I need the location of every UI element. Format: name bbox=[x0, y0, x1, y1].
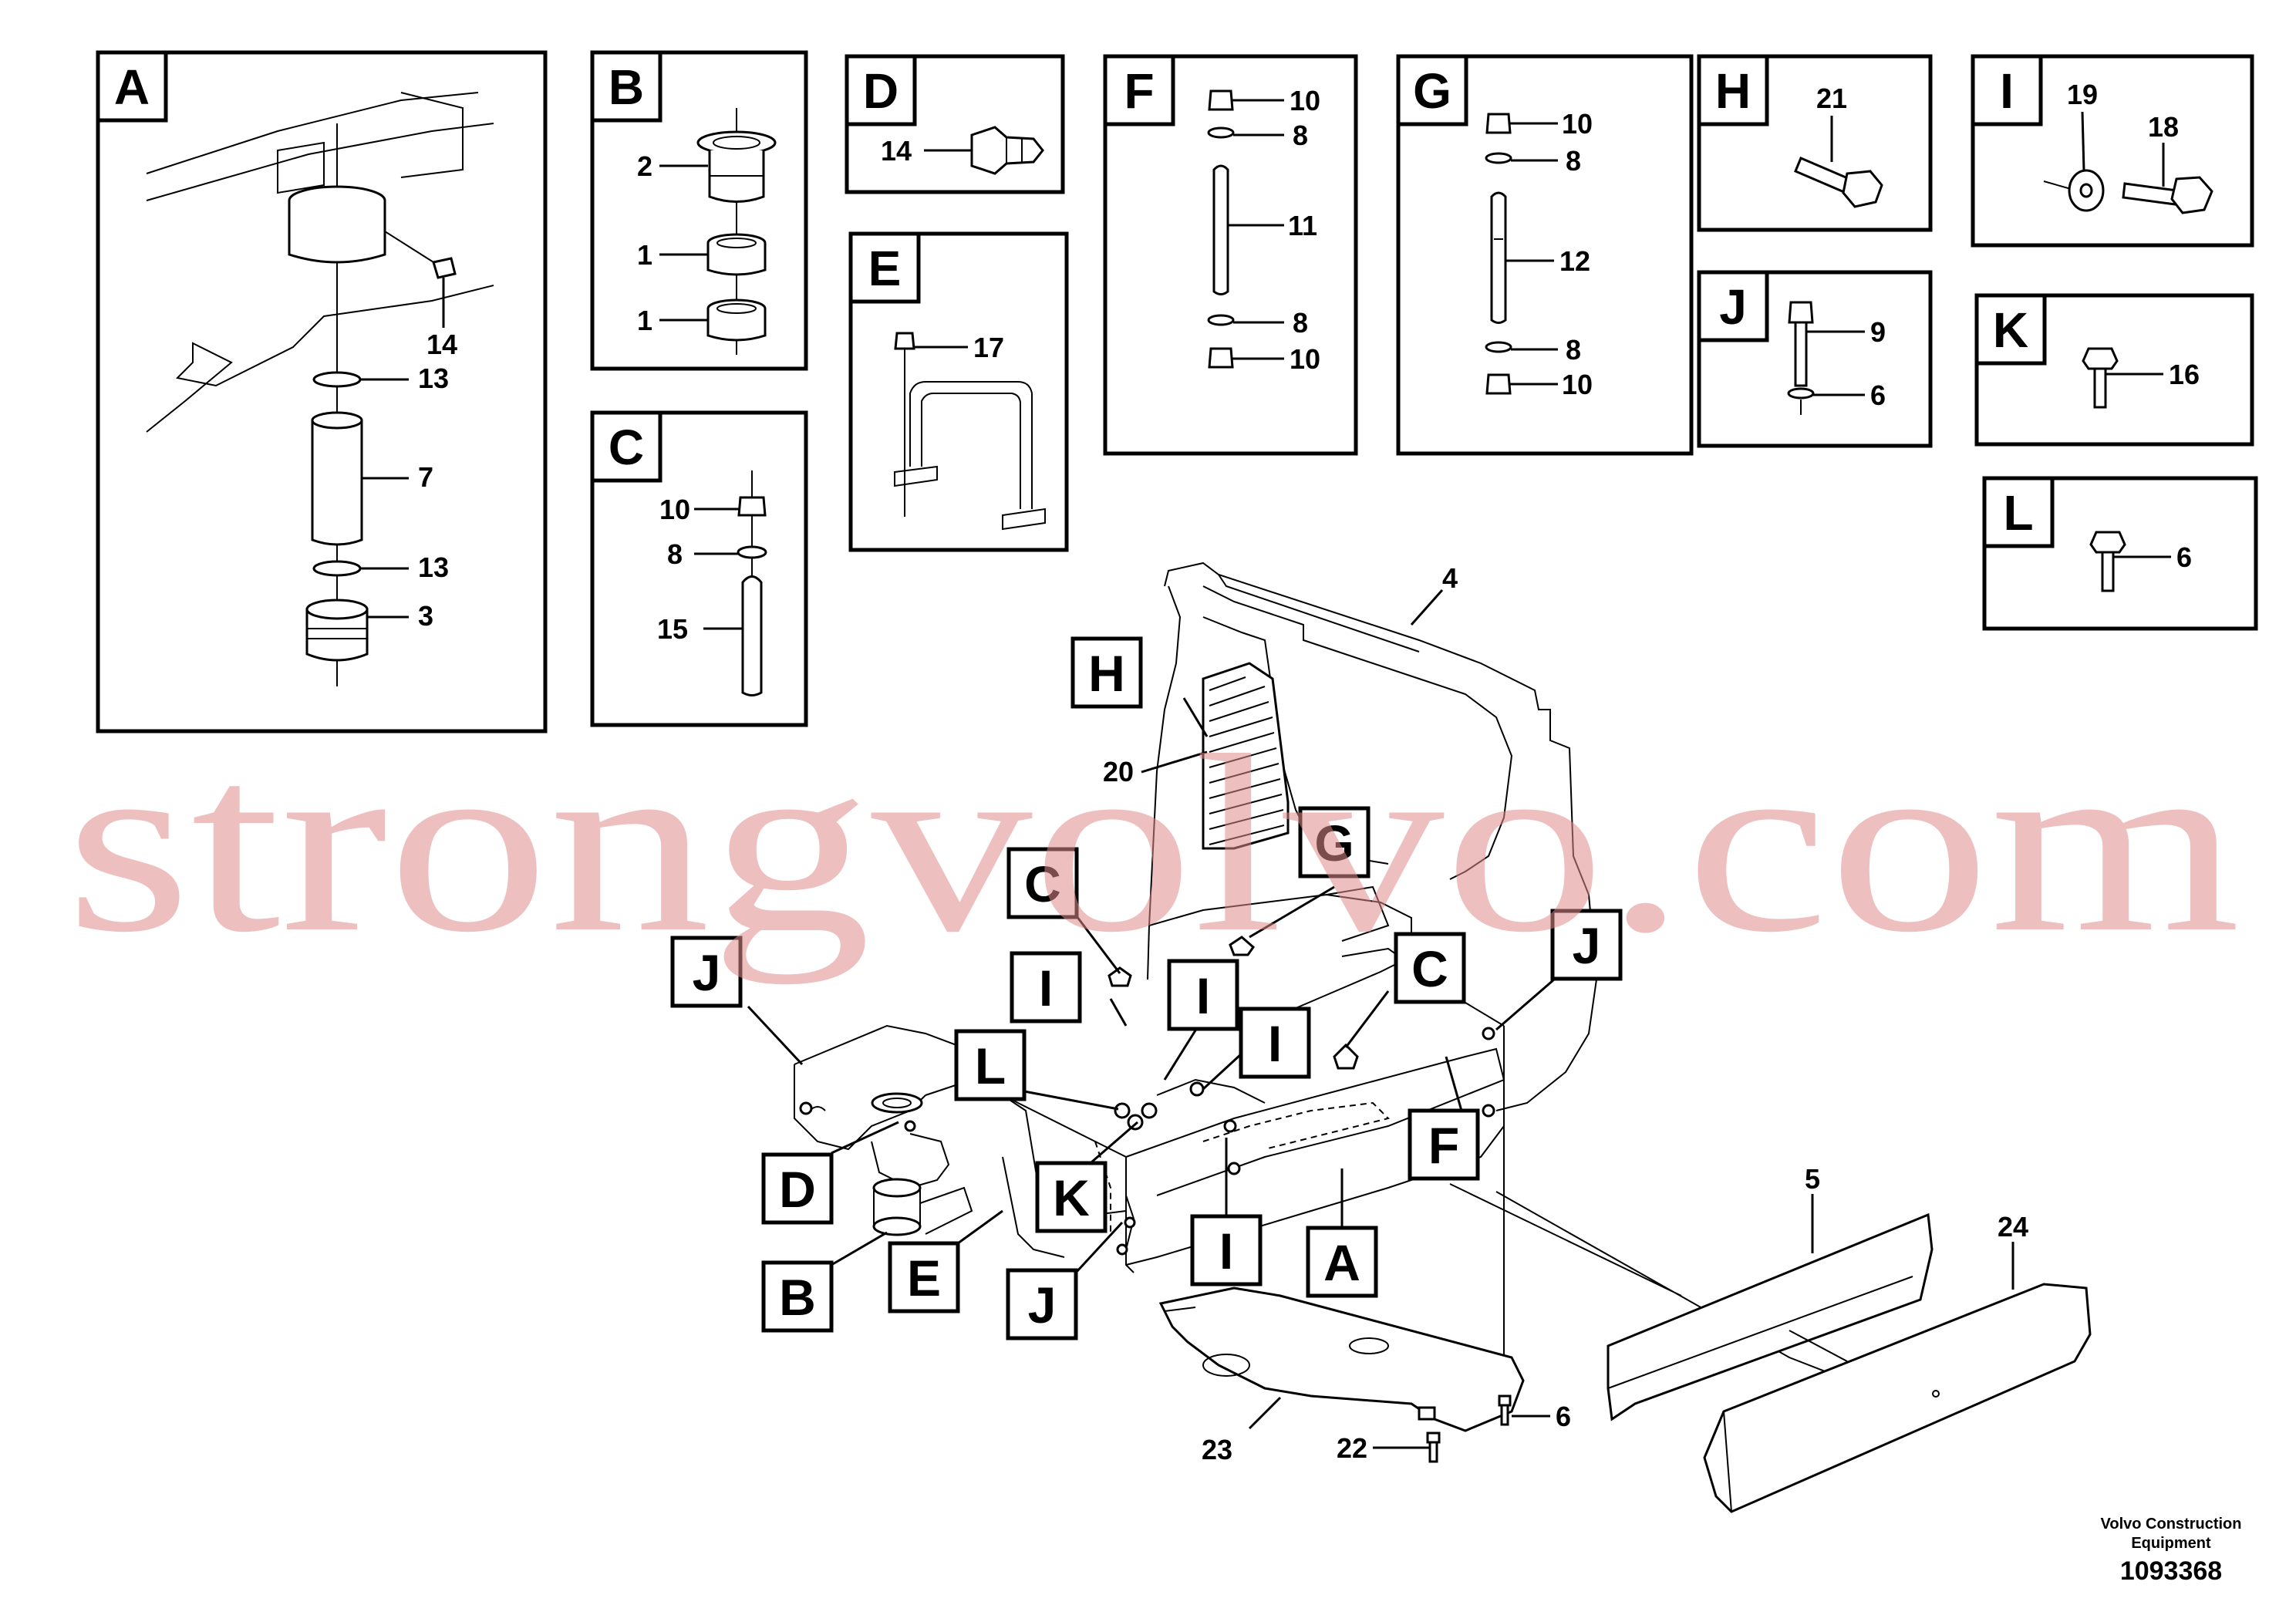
detail-box-j: I 19 18 bbox=[1971, 54, 2254, 248]
callout-i-lower: I bbox=[1219, 1222, 1233, 1280]
detail-i-label-18: 6 bbox=[1870, 379, 1886, 411]
detail-box-e: E 17 bbox=[848, 231, 1069, 552]
detail-letter-j: I bbox=[2000, 63, 2014, 119]
part-label-5: 5 bbox=[1805, 1163, 1820, 1195]
detail-a-label-13-upper: 13 bbox=[418, 363, 449, 394]
detail-letter-a: A bbox=[114, 59, 150, 115]
callout-b: B bbox=[779, 1269, 816, 1326]
detail-g-label-10-upper: 10 bbox=[1562, 108, 1593, 140]
manufacturer-line-2: Equipment bbox=[2131, 1535, 2211, 1552]
detail-f-label-10-lower: 10 bbox=[1290, 343, 1320, 375]
detail-a-label-7: 7 bbox=[418, 461, 433, 493]
detail-letter-h: H bbox=[1715, 63, 1751, 119]
callout-a: A bbox=[1323, 1234, 1360, 1291]
manufacturer-line-1: Volvo Construction bbox=[2101, 1516, 2242, 1533]
callout-f: F bbox=[1428, 1117, 1459, 1174]
detail-box-g: G 10 8 12 8 10 bbox=[1396, 54, 1694, 456]
detail-letter-l: L bbox=[2003, 485, 2033, 541]
detail-e-label-17: 17 bbox=[973, 332, 1004, 363]
detail-f-label-8-upper: 8 bbox=[1293, 120, 1308, 151]
detail-b-label-2: 2 bbox=[637, 150, 652, 182]
detail-i-label-19: 9 bbox=[1870, 316, 1886, 348]
part-label-22: 22 bbox=[1337, 1432, 1367, 1464]
detail-letter-b: B bbox=[609, 59, 644, 115]
detail-l-label-6: 6 bbox=[2176, 541, 2192, 573]
detail-f-label-10-upper: 10 bbox=[1290, 85, 1320, 116]
callout-j-left: J bbox=[693, 944, 721, 1001]
callout-k: K bbox=[1053, 1169, 1090, 1226]
part-label-4: 4 bbox=[1442, 562, 1458, 594]
part-label-24: 24 bbox=[1998, 1211, 2028, 1243]
detail-c-label-10: 10 bbox=[659, 494, 690, 525]
watermark: strongvolvo.com bbox=[66, 703, 2240, 985]
detail-box-c: C 10 8 15 bbox=[590, 410, 808, 727]
callout-j-lower: J bbox=[1028, 1276, 1057, 1334]
part-label-6: 6 bbox=[1556, 1401, 1571, 1432]
callout-g: G bbox=[1314, 814, 1354, 872]
detail-f-label-8-lower: 8 bbox=[1293, 307, 1308, 339]
detail-a-label-14: 14 bbox=[426, 329, 457, 360]
detail-box-h: H 21 bbox=[1697, 54, 1933, 232]
part-label-20: 20 bbox=[1103, 756, 1134, 787]
callout-c-right: C bbox=[1411, 940, 1448, 997]
detail-box-l: L 6 bbox=[1982, 476, 2258, 631]
callout-c-left: C bbox=[1024, 855, 1061, 912]
detail-letter-c: C bbox=[609, 420, 644, 475]
detail-letter-f: F bbox=[1124, 63, 1154, 119]
detail-j-label-6: 18 bbox=[2148, 111, 2179, 143]
detail-letter-g: G bbox=[1413, 63, 1451, 119]
detail-letter-e: E bbox=[868, 241, 902, 296]
detail-letter-i: J bbox=[1719, 279, 1747, 335]
callout-j-right: J bbox=[1573, 917, 1601, 974]
detail-c-label-15: 15 bbox=[657, 613, 688, 645]
callout-d: D bbox=[779, 1161, 816, 1218]
main-assembly-view: 4 20 5 24 6 22 23 H G C C J J I bbox=[670, 561, 2092, 1513]
detail-f-label-11: 11 bbox=[1288, 210, 1317, 241]
detail-a-label-3: 3 bbox=[418, 600, 433, 632]
detail-box-i: J 9 6 bbox=[1697, 270, 1933, 448]
detail-j-label-9: 19 bbox=[2067, 79, 2098, 110]
detail-c-label-8: 8 bbox=[667, 538, 683, 570]
detail-a-label-13-lower: 13 bbox=[418, 551, 449, 583]
callout-e: E bbox=[907, 1249, 941, 1307]
detail-box-f: F 10 8 11 8 10 bbox=[1103, 54, 1358, 456]
callout-l: L bbox=[975, 1037, 1006, 1094]
detail-b-label-1-upper: 1 bbox=[637, 239, 652, 271]
document-number: 1093368 bbox=[2120, 1556, 2222, 1586]
callout-i-upper-left: I bbox=[1039, 959, 1053, 1017]
callout-i-upper-right: I bbox=[1196, 967, 1210, 1024]
detail-k-label-16: 16 bbox=[2169, 359, 2200, 390]
detail-box-b: B 2 1 1 bbox=[590, 50, 808, 371]
detail-g-label-8-lower: 8 bbox=[1566, 334, 1581, 366]
detail-box-a: A 14 13 7 13 3 bbox=[96, 50, 548, 733]
detail-h-label-21: 21 bbox=[1816, 83, 1847, 114]
detail-box-d: D 14 bbox=[845, 54, 1065, 194]
detail-g-label-10-lower: 10 bbox=[1562, 369, 1593, 400]
detail-letter-k: K bbox=[1993, 302, 2028, 358]
detail-g-label-12: 12 bbox=[1559, 245, 1590, 277]
detail-b-label-1-lower: 1 bbox=[637, 305, 652, 336]
detail-letter-d: D bbox=[863, 63, 899, 119]
callout-h: H bbox=[1088, 645, 1125, 702]
detail-g-label-8-upper: 8 bbox=[1566, 145, 1581, 177]
callout-i-middle: I bbox=[1268, 1015, 1282, 1072]
part-label-23: 23 bbox=[1202, 1434, 1232, 1465]
detail-box-k: K 16 bbox=[1974, 293, 2254, 447]
detail-d-label-14: 14 bbox=[881, 135, 912, 167]
